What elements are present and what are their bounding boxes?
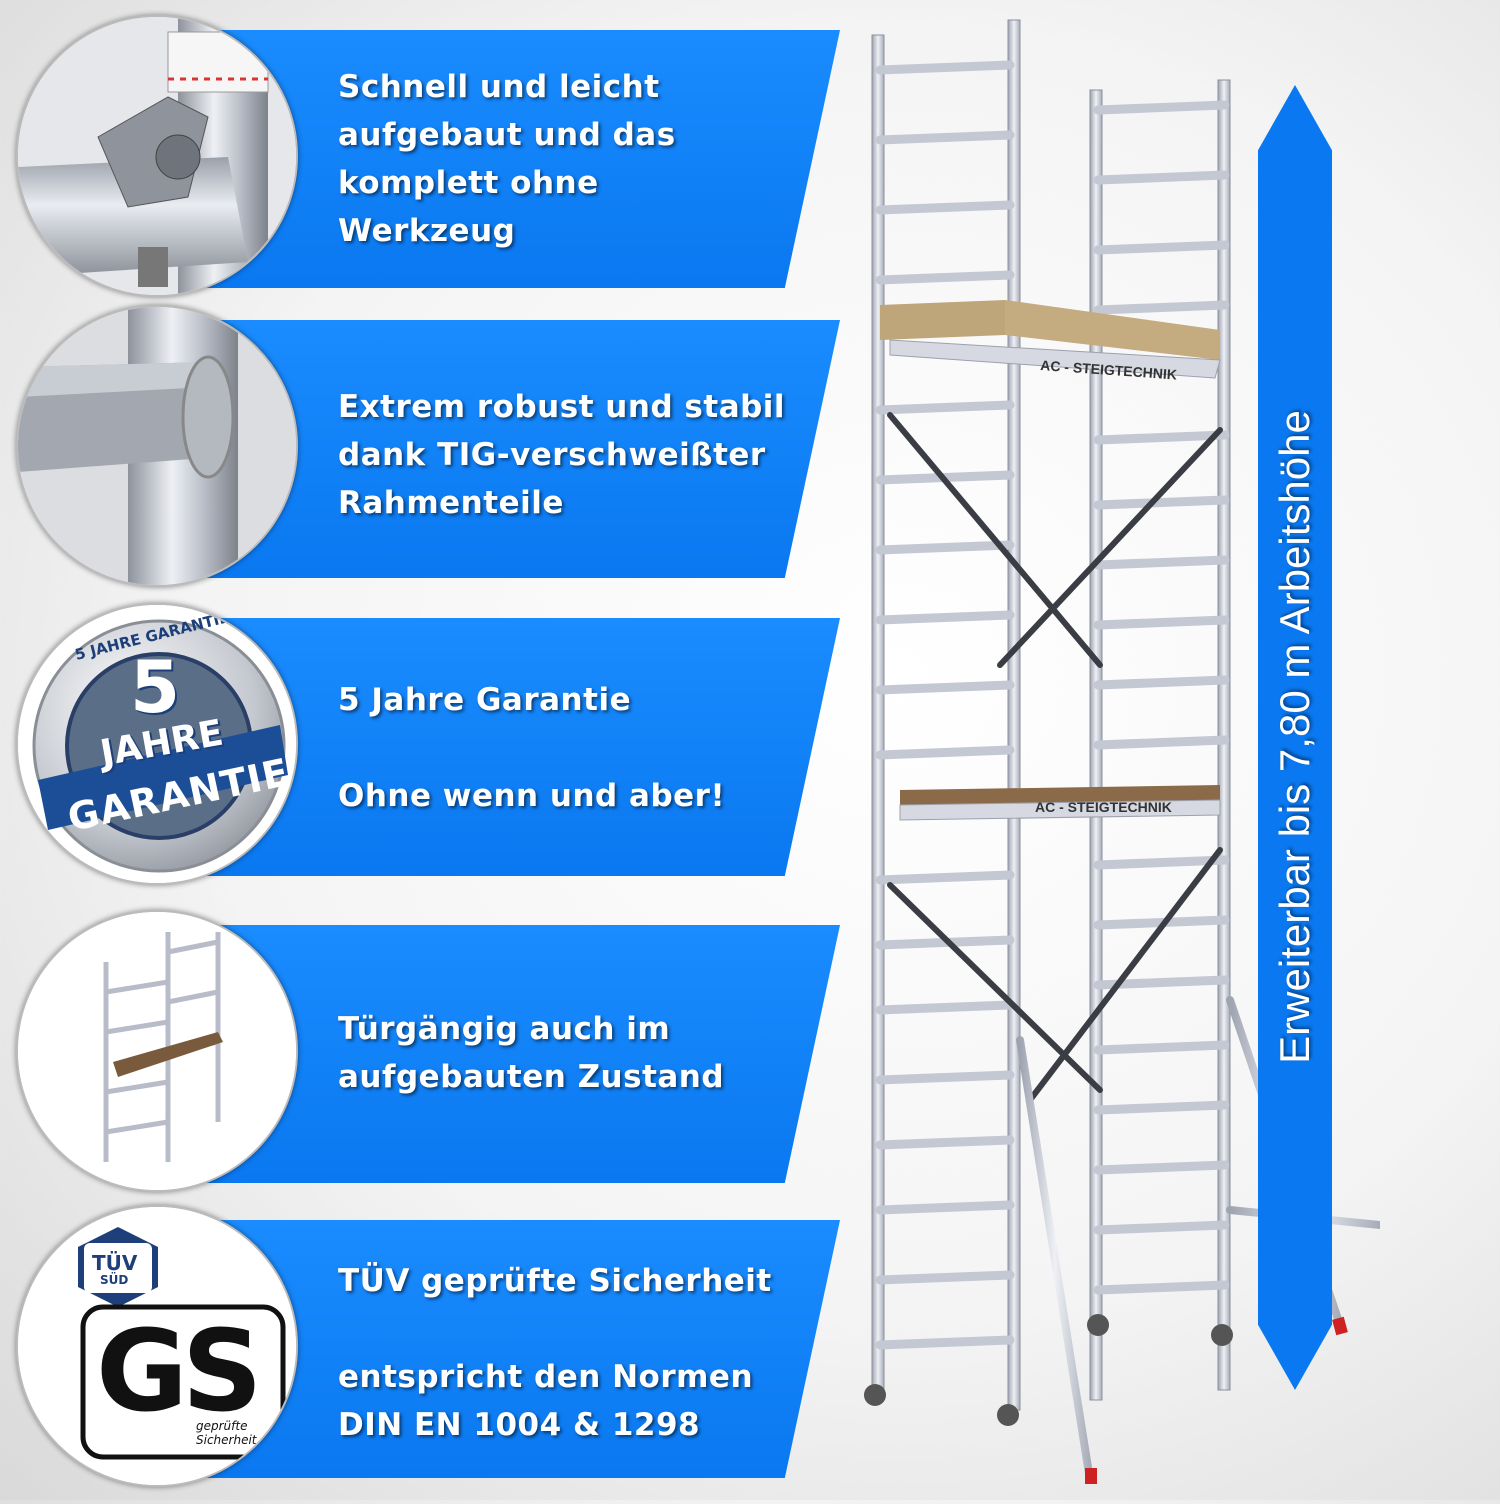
photo-tig-weld	[16, 305, 298, 587]
gs-caption-1: geprüfte	[196, 1419, 248, 1433]
weld-joint-image	[18, 307, 296, 585]
feature-line: dank TIG-verschweißter	[338, 437, 766, 473]
tower-brand-middle: AC - STEIGTECHNIK	[1035, 799, 1172, 815]
feature-line: Extrem robust und stabil	[338, 389, 786, 425]
scaffold-tower-illustration: AC - STEIGTECHNIK AC - STEIGTECHNIK	[860, 10, 1384, 1500]
clamp-coupling-image	[18, 17, 296, 295]
feature-line: 5 Jahre Garantie	[338, 682, 632, 718]
feature-line: Werkzeug	[338, 213, 516, 249]
feature-row-robust: Extrem robust und stabil dank TIG-versch…	[0, 305, 850, 595]
tuv-gs-seal: TÜV SÜD GS geprüfte Sicherheit	[16, 1205, 298, 1487]
tuv-label: TÜV	[92, 1251, 138, 1275]
feature-line: Türgängig auch im	[338, 1011, 671, 1047]
feature-line: entspricht den Normen	[338, 1359, 754, 1395]
feature-line: Rahmenteile	[338, 485, 564, 521]
feature-text-4: Türgängig auch im aufgebauten Zustand	[338, 1005, 724, 1101]
gs-mark: GS	[96, 1307, 263, 1437]
guarantee-badge: 5 JAHRE GARANTIE 5 JAHRE GARANTIE	[16, 603, 298, 885]
photo-folded-scaffold	[16, 910, 298, 1192]
feature-row-guarantee: 5 JAHRE GARANTIE 5 JAHRE GARANTIE 5 Jahr…	[0, 603, 850, 893]
feature-text-2: Extrem robust und stabil dank TIG-versch…	[338, 383, 785, 527]
feature-line: DIN EN 1004 & 1298	[338, 1407, 701, 1443]
feature-line	[338, 724, 725, 772]
guarantee-seal-icon	[18, 605, 296, 883]
feature-row-tuv: TÜV SÜD GS geprüfte Sicherheit TÜV geprü…	[0, 1205, 850, 1495]
feature-line: Schnell und leicht	[338, 69, 660, 105]
tuv-sud-label: SÜD	[100, 1273, 129, 1287]
feature-line: komplett ohne	[338, 165, 599, 201]
tuv-gs-logo-icon	[18, 1207, 296, 1485]
height-ribbon	[1258, 85, 1332, 1390]
scaffold-thumbnail-image	[18, 912, 296, 1190]
scaffold-tower-image: AC - STEIGTECHNIK AC - STEIGTECHNIK	[864, 19, 1384, 1484]
feature-line: aufgebauten Zustand	[338, 1059, 725, 1095]
feature-line: TÜV geprüfte Sicherheit	[338, 1263, 772, 1299]
gs-caption-2: Sicherheit	[196, 1433, 257, 1447]
feature-text-3: 5 Jahre Garantie Ohne wenn und aber!	[338, 676, 725, 820]
feature-line	[338, 1305, 772, 1353]
photo-clamp-coupling	[16, 15, 298, 297]
feature-text-1: Schnell und leicht aufgebaut und das kom…	[338, 63, 676, 255]
feature-row-door: Türgängig auch im aufgebauten Zustand	[0, 910, 850, 1200]
badge-number: 5	[130, 645, 181, 729]
feature-row-tool-free: Schnell und leicht aufgebaut und das kom…	[0, 15, 850, 305]
feature-line: Ohne wenn und aber!	[338, 778, 726, 814]
height-ribbon-label: Erweiterbar bis 7,80 m Arbeitshöhe	[1271, 410, 1318, 1064]
feature-line: aufgebaut und das	[338, 117, 676, 153]
feature-text-5: TÜV geprüfte Sicherheit entspricht den N…	[338, 1257, 772, 1449]
